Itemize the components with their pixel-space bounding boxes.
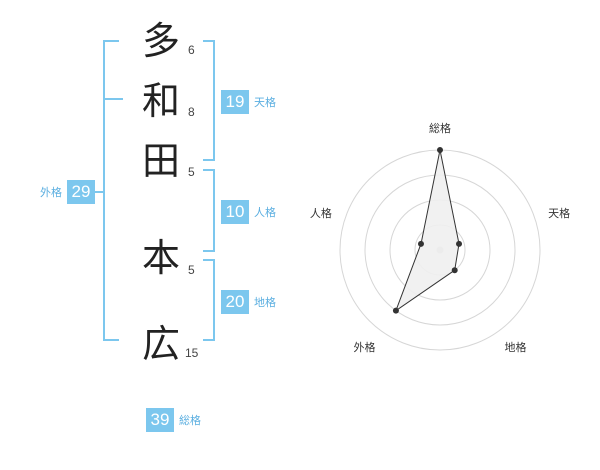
jinkaku-value: 10 [221,200,249,224]
stroke-count-4: 5 [188,263,195,277]
radar-axis-label-4: 外格 [354,340,376,354]
radar-axis-label-5: 人格 [310,206,332,220]
tenkaku-label: 天格 [254,96,276,109]
tenkaku-bracket [203,40,215,161]
stroke-count-5: 15 [185,346,199,360]
radar-axis-label-2: 天格 [548,206,570,220]
radar-point-4 [392,307,399,314]
name-char-3: 田 [141,139,180,183]
stroke-count-1: 6 [188,43,195,57]
chikaku-bracket [203,259,215,341]
gaikaku-bracket-mid-tick [105,98,123,100]
gaikaku-connector [92,191,104,193]
radar-point-2 [456,240,463,247]
chikaku-badge: 20 地格 [221,290,276,314]
radar-point-1 [437,147,443,153]
radar-point-5 [417,240,424,247]
soukaku-badge: 39 総格 [146,408,201,432]
gaikaku-bracket [103,40,119,341]
chikaku-value: 20 [221,290,249,314]
stroke-count-3: 5 [188,165,195,179]
name-char-1: 多 [141,19,180,63]
tenkaku-badge: 19 天格 [221,90,276,114]
radar-axis-label-1: 総格 [429,121,451,135]
jinkaku-badge: 10 人格 [221,200,276,224]
soukaku-value: 39 [146,408,174,432]
radar-axis-label-3: 地格 [505,340,527,354]
gaikaku-value: 29 [67,180,95,204]
radar-point-3 [451,267,458,274]
name-char-4: 本 [141,236,180,280]
name-char-5: 広 [141,322,180,366]
gaikaku-badge: 29 外格 [40,180,95,204]
stroke-count-2: 8 [188,105,195,119]
gaikaku-label: 外格 [40,186,62,199]
soukaku-label: 総格 [179,414,201,427]
jinkaku-label: 人格 [254,206,276,219]
name-char-2: 和 [141,79,180,123]
radar-polygon [394,149,460,313]
radar-points [392,147,463,314]
jinkaku-bracket [203,169,215,252]
chikaku-label: 地格 [254,296,276,309]
tenkaku-value: 19 [221,90,249,114]
